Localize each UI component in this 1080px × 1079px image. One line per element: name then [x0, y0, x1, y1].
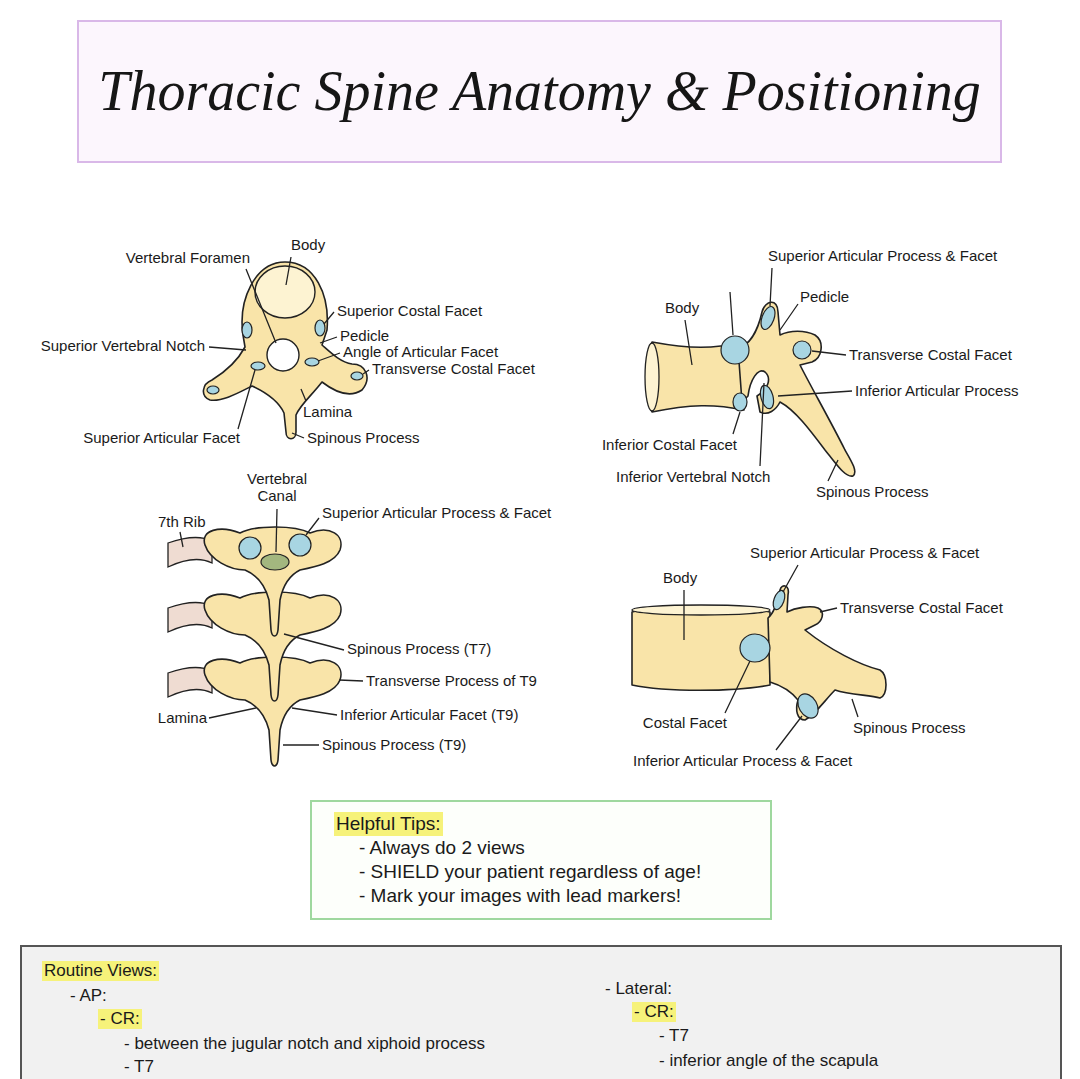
facet [740, 634, 770, 662]
facet [289, 534, 311, 556]
anatomy-label: Spinous Process (T9) [322, 736, 466, 753]
anatomy-label: Costal Facet [643, 714, 727, 731]
view-text: - between the jugular notch and xiphoid … [124, 1034, 485, 1054]
facet [305, 358, 319, 366]
anatomy-label: Superior Articular Process & Facet [750, 544, 979, 561]
views-box: Routine Views: - AP: - CR: - between the ju… [20, 945, 1062, 1079]
anatomy-label: Angle of Articular Facet [343, 343, 498, 360]
anatomy-label: Lamina [158, 709, 207, 726]
views-heading: Routine Views: [42, 961, 159, 981]
anatomy-label: Transverse Costal Facet [372, 360, 535, 377]
anatomy-label: Transverse Costal Facet [840, 599, 1003, 616]
lateral-view-vertebra [632, 565, 886, 750]
tip-text: - Mark your images with lead markers! [359, 884, 681, 908]
anatomy-label: Vertebral Canal [230, 470, 325, 505]
anatomy-label: Transverse Costal Facet [849, 346, 1012, 363]
anatomy-label: Transverse Process of T9 [366, 672, 537, 689]
vertebral-body [632, 606, 770, 690]
anatomy-label: Inferior Articular Facet (T9) [340, 706, 518, 723]
facet [721, 336, 749, 364]
anatomy-label: Body [291, 236, 325, 253]
facet [351, 372, 363, 380]
anatomy-label: Inferior Articular Process [855, 382, 1018, 399]
anatomy-label: Superior Articular Process & Facet [768, 247, 997, 264]
vertebral-foramen [267, 339, 299, 371]
vertebral-body-top [255, 266, 315, 318]
vertebral-body-top [632, 605, 770, 615]
anatomy-label: Inferior Costal Facet [602, 436, 737, 453]
facet [207, 386, 219, 394]
anatomy-label: Spinous Process (T7) [347, 640, 491, 657]
anatomy-label: Spinous Process [307, 429, 420, 446]
anatomy-label: Body [665, 299, 699, 316]
leader-lines [180, 509, 363, 745]
facet [758, 384, 776, 410]
facet [758, 305, 777, 332]
facet [315, 320, 325, 336]
facet [242, 322, 252, 338]
anatomy-label: Vertebral Foramen [126, 249, 250, 266]
anatomy-label: Superior Costal Facet [337, 302, 482, 319]
facet [793, 341, 811, 359]
page-title: Thoracic Spine Anatomy & Positioning [98, 61, 980, 123]
view-text: - T7 [659, 1026, 689, 1046]
anatomy-label: Body [663, 569, 697, 586]
facet [794, 690, 823, 722]
vertebral-canal [261, 554, 289, 570]
anatomy-label: Pedicle [340, 327, 389, 344]
tip-text: - SHIELD your patient regardless of age! [359, 860, 701, 884]
anatomy-label: Spinous Process [853, 719, 966, 736]
view-name: - AP: [70, 986, 107, 1006]
facet [251, 362, 265, 370]
tips-box: Helpful Tips:- Always do 2 views- SHIELD… [310, 800, 772, 920]
central-ray-heading: - CR: [632, 1002, 676, 1022]
facet [239, 537, 261, 559]
facet [733, 393, 747, 411]
anatomy-label: Superior Vertebral Notch [41, 337, 205, 354]
facet [771, 589, 787, 611]
anatomy-label: Spinous Process [816, 483, 929, 500]
central-ray-heading: - CR: [98, 1009, 142, 1029]
view-text: - inferior angle of the scapula [659, 1051, 878, 1071]
view-text: - T7 [124, 1057, 154, 1077]
vertebra-outline [204, 527, 341, 636]
anatomy-label: 7th Rib [158, 513, 206, 530]
anatomy-label: Superior Articular Facet [83, 429, 240, 446]
vertebra-outline [738, 302, 855, 476]
anatomy-label: Inferior Articular Process & Facet [633, 752, 852, 769]
posterior-view-column [168, 509, 363, 766]
tips-heading: Helpful Tips: [334, 812, 443, 836]
title-box: Thoracic Spine Anatomy & Positioning [77, 20, 1002, 163]
view-name: - Lateral: [605, 979, 672, 999]
anatomy-label: Lamina [303, 403, 352, 420]
anatomy-label: Inferior Vertebral Notch [616, 468, 770, 485]
vertebra-outline [203, 262, 367, 439]
anatomy-label: Superior Articular Process & Facet [322, 504, 551, 521]
vertebral-body-end [645, 343, 659, 411]
tip-text: - Always do 2 views [359, 836, 525, 860]
anatomy-label: Pedicle [800, 288, 849, 305]
